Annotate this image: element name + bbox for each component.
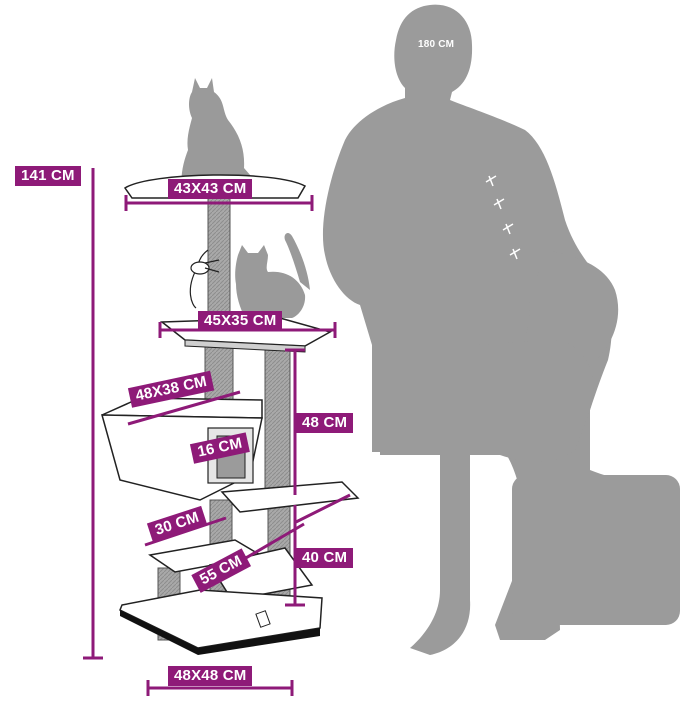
post-upper-label: 48 CM: [296, 413, 354, 433]
total-height-label: 141 CM: [15, 166, 81, 186]
post-right-upper: [264, 344, 291, 496]
post-lower-label: 40 CM: [296, 548, 354, 568]
person-leg-raised: [380, 340, 680, 625]
dangling-toy: [189, 249, 220, 309]
base-board: [119, 589, 323, 655]
cat-middle: [235, 233, 310, 318]
base-label: 48X48 CM: [168, 666, 253, 686]
upper-platform-label: 45X35 CM: [198, 311, 283, 331]
person-height-label: 180 CM: [418, 39, 455, 50]
shirt-details: [485, 175, 521, 260]
condo-line: [127, 390, 241, 426]
right-step-line: [295, 493, 351, 524]
top-platform-label: 43X43 CM: [168, 179, 253, 199]
cat-top: [181, 78, 255, 188]
cat-silhouettes: [181, 78, 310, 318]
right-step-platform: [220, 481, 360, 513]
